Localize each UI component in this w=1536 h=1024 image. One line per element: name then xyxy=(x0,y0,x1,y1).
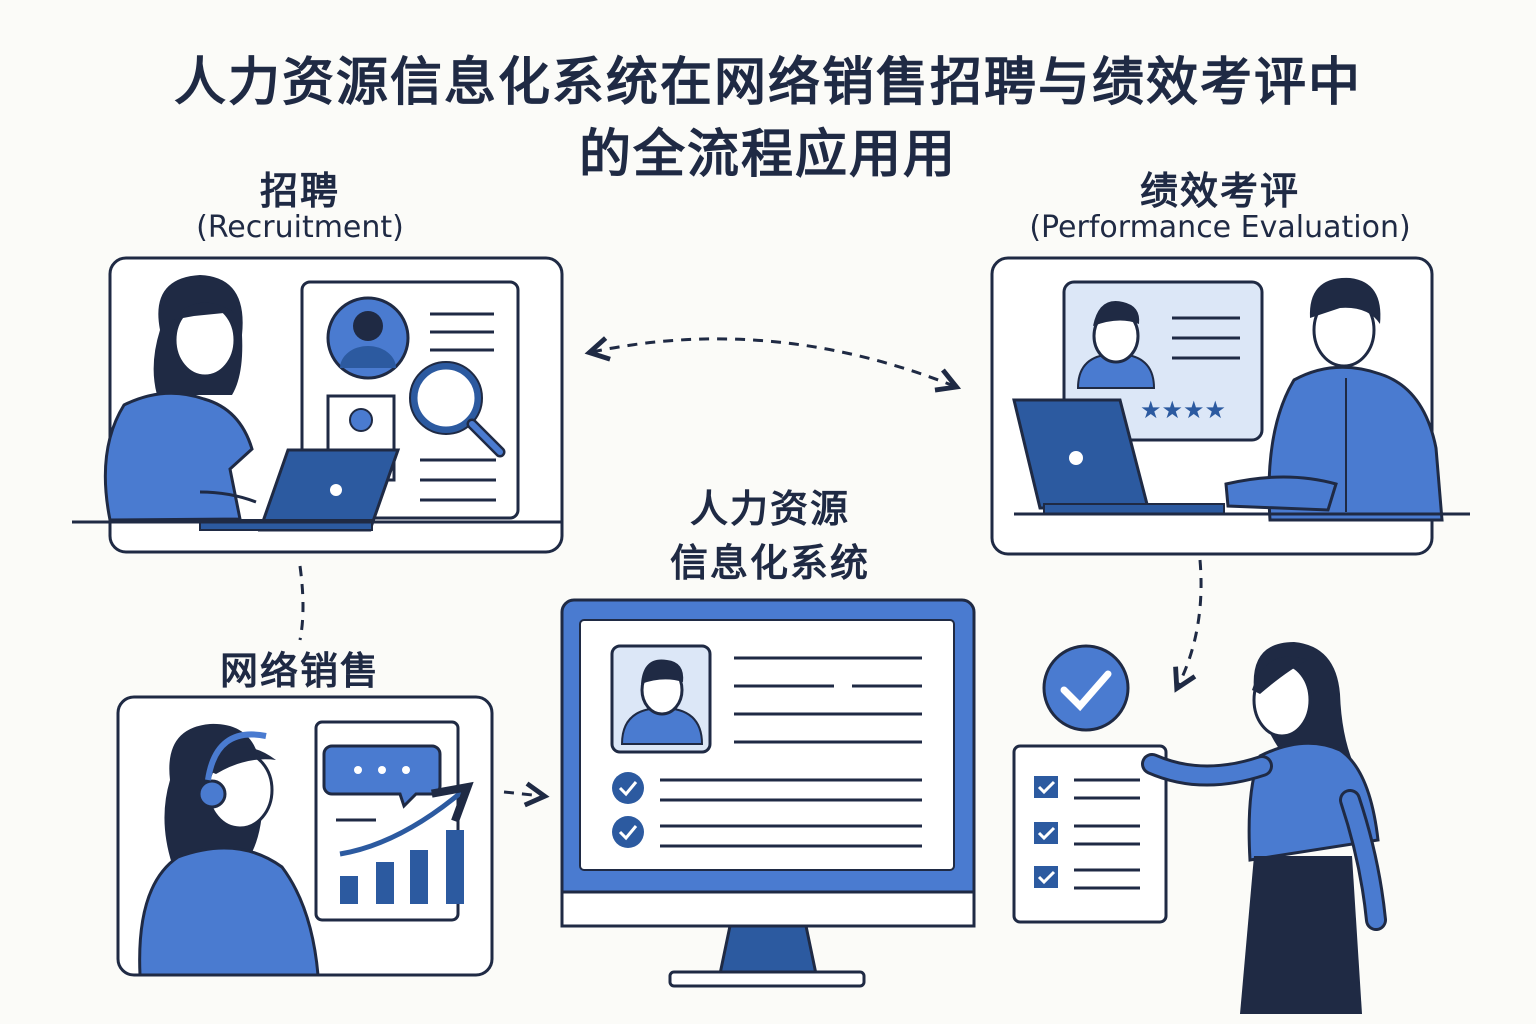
laptop-icon xyxy=(199,448,401,532)
recruitment-panel xyxy=(72,256,564,554)
svg-text:★★★★: ★★★★ xyxy=(1140,396,1226,424)
evaluator-person xyxy=(1224,277,1444,522)
approval-check-icon xyxy=(1042,644,1130,732)
sales-label: 网络销售 xyxy=(219,649,380,693)
hris-label-line-2: 信息化系统 xyxy=(669,541,870,585)
main-title-line-1: 人力资源信息化系统在网络销售招聘与绩效考评中 xyxy=(173,53,1362,113)
sales-person xyxy=(138,723,320,977)
recruitment-sublabel: (Recruitment) xyxy=(196,210,404,245)
recruiter-person xyxy=(103,275,257,522)
hris-monitor xyxy=(560,598,976,988)
check-icon xyxy=(612,816,644,848)
rating-stars-icon: ★★★★ xyxy=(1140,396,1226,424)
recruitment-label: 招聘 xyxy=(259,169,340,213)
profile-photo xyxy=(610,644,712,754)
connector-arrows xyxy=(298,336,1203,808)
laptop-icon xyxy=(1012,398,1225,515)
checklist xyxy=(1012,744,1168,924)
performance-panel: ★★★★ xyxy=(990,256,1470,556)
chat-bubble-icon xyxy=(322,744,442,809)
presenter-person xyxy=(1141,642,1387,1014)
sales-panel xyxy=(116,695,494,977)
main-title-line-2: 的全流程应用用 xyxy=(578,125,957,185)
hris-label-line-1: 人力资源 xyxy=(689,487,850,531)
sales-chart xyxy=(314,720,474,922)
check-icon xyxy=(612,772,644,804)
magnifier-icon xyxy=(409,361,506,458)
performance-sublabel: (Performance Evaluation) xyxy=(1029,210,1411,245)
performance-label: 绩效考评 xyxy=(1139,169,1300,213)
